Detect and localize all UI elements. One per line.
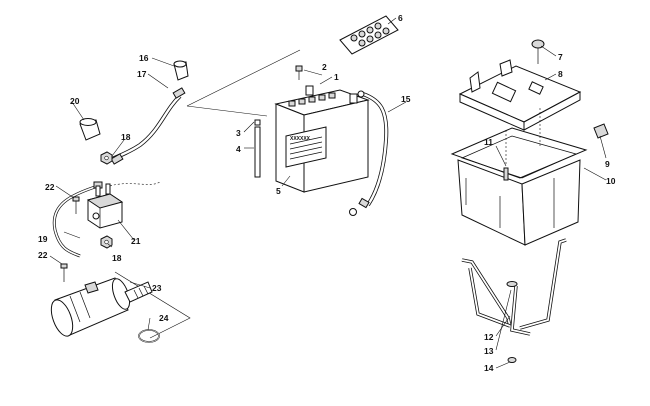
hex-nut-upper (100, 151, 113, 165)
starter-cable (52, 181, 103, 258)
solenoid-bolt (72, 196, 80, 214)
callout-14: 14 (484, 363, 494, 373)
positive-cable (349, 90, 389, 216)
assembly-line-battery (186, 105, 268, 117)
terminal-boot (173, 60, 189, 81)
starter-solenoid (86, 181, 161, 229)
callout-9: 9 (605, 159, 610, 169)
strap-nut (507, 357, 517, 363)
terminal-hardware-kit (339, 15, 399, 55)
battery-box (450, 127, 588, 246)
callout-11: 11 (484, 137, 493, 147)
battery-label-text: XXXXXX (290, 136, 311, 142)
callout-15: 15 (401, 94, 411, 104)
callout-22-lower: 22 (38, 250, 48, 260)
callout-18-lower: 18 (112, 253, 122, 263)
callout-4: 4 (236, 144, 241, 154)
terminal-bolt (295, 65, 303, 80)
callout-24: 24 (159, 313, 169, 323)
callout-18-upper: 18 (121, 132, 131, 142)
callout-22-upper: 22 (45, 182, 55, 192)
battery-warning-label (285, 126, 327, 168)
starter-bolt (60, 263, 68, 282)
boot-cover (79, 118, 101, 141)
callout-17: 17 (137, 69, 147, 79)
callout-10: 10 (606, 176, 616, 186)
callout-2: 2 (322, 62, 327, 72)
battery: XXXXXX (274, 85, 370, 193)
assembly-line-top (186, 49, 301, 107)
retaining-strap (461, 238, 567, 336)
callout-12: 12 (484, 332, 494, 342)
callout-13: 13 (484, 346, 494, 356)
callout-5: 5 (276, 186, 281, 196)
callout-3: 3 (236, 128, 241, 138)
callout-1: 1 (334, 72, 339, 82)
vent-tube (254, 119, 261, 178)
callout-21: 21 (131, 236, 141, 246)
o-ring (138, 329, 160, 343)
callout-23: 23 (152, 283, 162, 293)
callout-6: 6 (398, 13, 403, 23)
callout-8: 8 (558, 69, 563, 79)
callout-20: 20 (70, 96, 80, 106)
strap-washer (506, 281, 518, 287)
callout-19: 19 (38, 234, 48, 244)
battery-hold-down-plate (458, 59, 582, 131)
callout-16: 16 (139, 53, 149, 63)
hold-down-knob (531, 39, 545, 64)
callout-7: 7 (558, 52, 563, 62)
retainer-clip (593, 123, 609, 139)
starter-motor (50, 277, 153, 337)
hex-nut-lower (100, 235, 113, 249)
negative-cable (104, 87, 186, 165)
